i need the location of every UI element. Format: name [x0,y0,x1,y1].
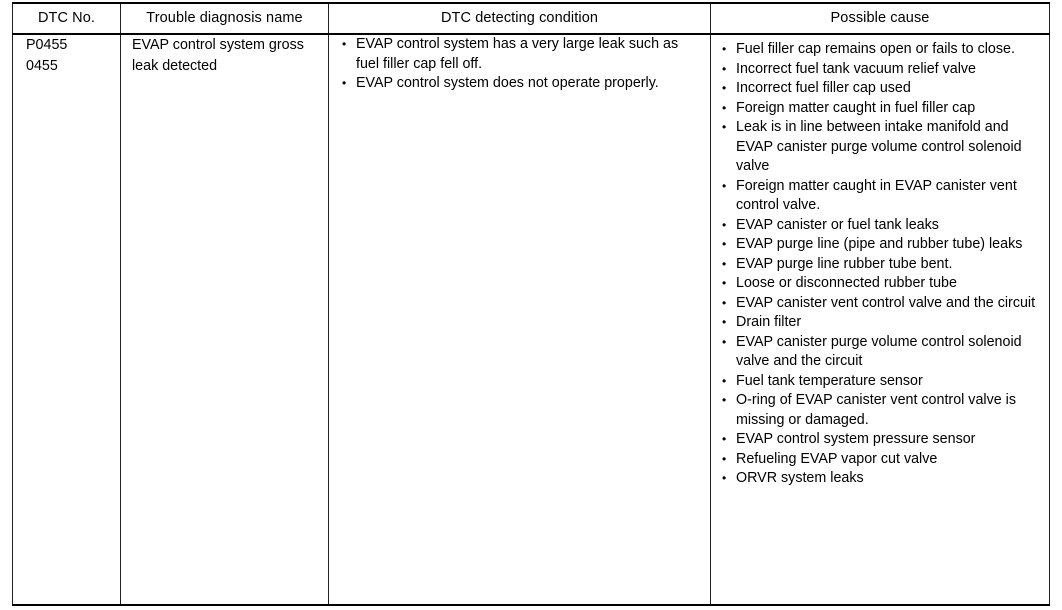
list-item: Refueling EVAP vapor cut valve [720,450,1043,470]
list-item: EVAP purge line rubber tube bent. [720,255,1043,275]
list-item: Incorrect fuel filler cap used [720,79,1043,99]
dtc-no-secondary: 0455 [26,58,58,74]
cell-possible-cause: Fuel filler cap remains open or fails to… [710,34,1050,606]
dtc-detecting-condition-block: EVAP control system has a very large lea… [329,35,710,94]
possible-cause-block: Fuel filler cap remains open or fails to… [711,35,1049,489]
list-item: EVAP canister vent control valve and the… [720,294,1043,314]
cell-trouble-diagnosis-name: EVAP control system gross leak detected [120,34,329,606]
column-header-possible-cause: Possible cause [710,2,1050,35]
list-item: Leak is in line between intake manifold … [720,118,1043,177]
list-item: O-ring of EVAP canister vent control val… [720,391,1043,430]
table-header: DTC No. Trouble diagnosis name DTC detec… [12,2,1050,35]
list-item: EVAP canister purge volume control solen… [720,333,1043,372]
column-header-dtc-no: DTC No. [12,2,121,35]
header-row: DTC No. Trouble diagnosis name DTC detec… [12,2,1050,35]
list-item: EVAP purge line (pipe and rubber tube) l… [720,235,1043,255]
list-item: Fuel tank temperature sensor [720,372,1043,392]
list-item: EVAP control system pressure sensor [720,430,1043,450]
list-item: Incorrect fuel tank vacuum relief valve [720,60,1043,80]
list-item: Foreign matter caught in fuel filler cap [720,99,1043,119]
list-item: Loose or disconnected rubber tube [720,274,1043,294]
trouble-diagnosis-name-text: EVAP control system gross leak detected [132,37,304,74]
possible-cause-list: Fuel filler cap remains open or fails to… [720,40,1043,489]
dtc-table: DTC No. Trouble diagnosis name DTC detec… [12,2,1050,606]
list-item: EVAP canister or fuel tank leaks [720,216,1043,236]
cell-dtc-detecting-condition: EVAP control system has a very large lea… [328,34,711,606]
list-item: ORVR system leaks [720,469,1043,489]
table-row: P0455 0455 EVAP control system gross lea… [12,34,1050,606]
cell-dtc-no: P0455 0455 [12,34,121,606]
dtc-no-values: P0455 0455 [13,35,120,77]
table-body: P0455 0455 EVAP control system gross lea… [12,34,1050,606]
list-item: Drain filter [720,313,1043,333]
column-header-dtc-detecting-condition: DTC detecting condition [328,2,711,35]
list-item: EVAP control system does not operate pro… [341,74,702,94]
column-header-trouble-diagnosis-name: Trouble diagnosis name [120,2,329,35]
list-item: Foreign matter caught in EVAP canister v… [720,177,1043,216]
dtc-detecting-condition-list: EVAP control system has a very large lea… [341,35,702,94]
dtc-no-primary: P0455 [26,37,68,53]
list-item: Fuel filler cap remains open or fails to… [720,40,1043,60]
list-item: EVAP control system has a very large lea… [341,35,702,74]
